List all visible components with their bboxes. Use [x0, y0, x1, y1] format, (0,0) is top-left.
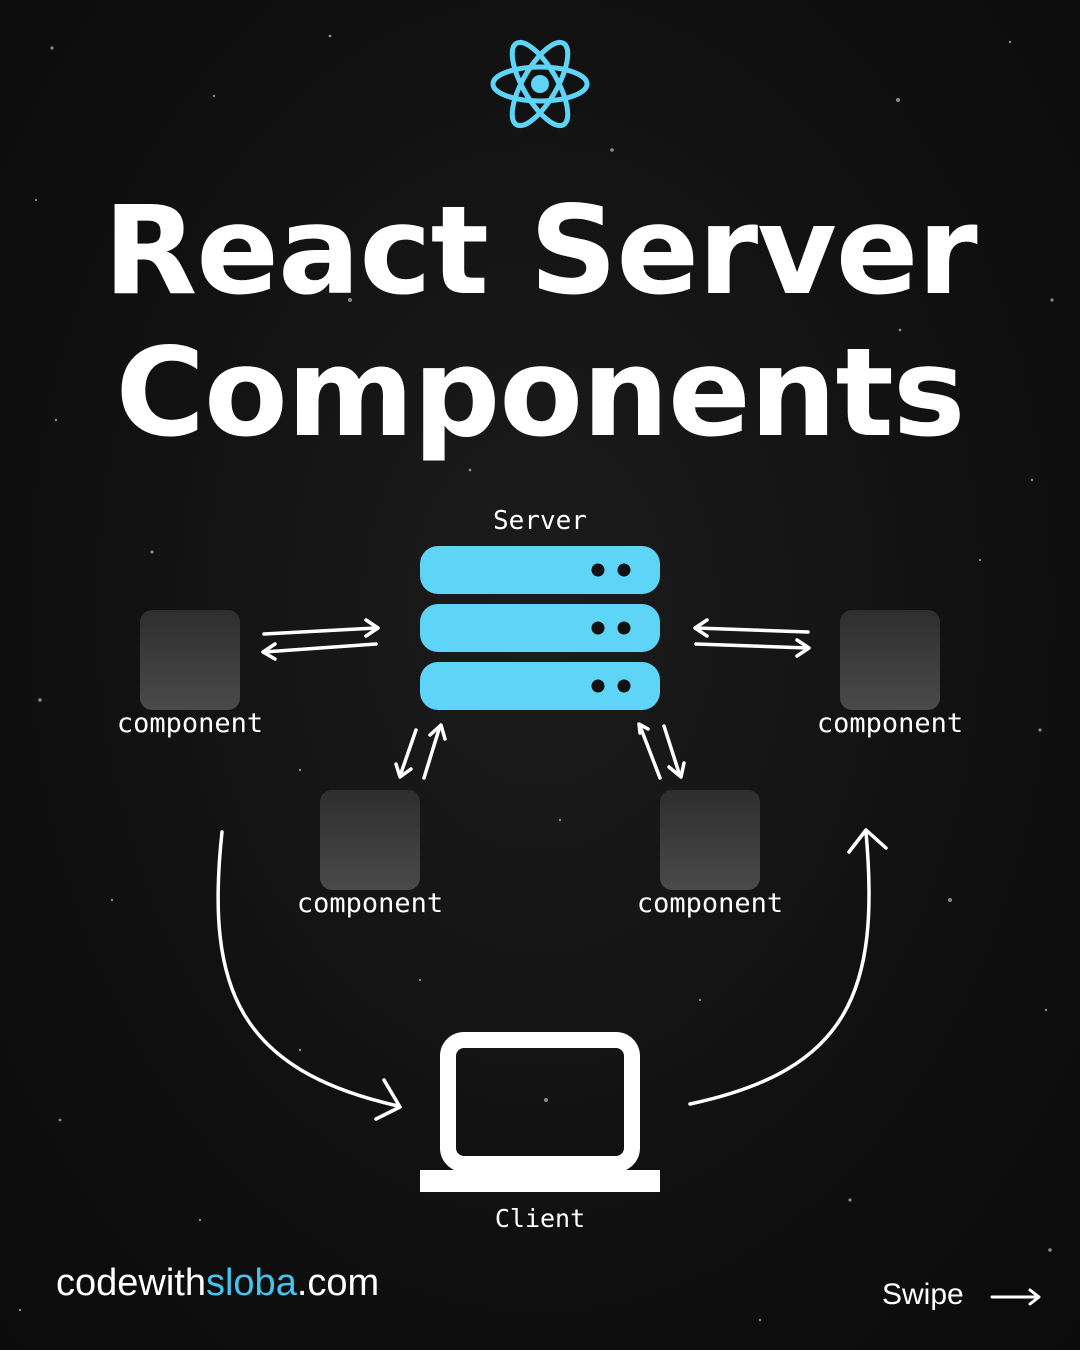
component-label-bottom-left: component: [296, 888, 444, 919]
bidirectional-arrow-bottom-right: [637, 722, 686, 780]
swipe-label[interactable]: Swipe: [882, 1278, 964, 1311]
bidirectional-arrow-right: [693, 618, 811, 658]
brand-prefix: codewith: [56, 1262, 206, 1304]
brand-link[interactable]: codewithsloba.com: [56, 1262, 379, 1305]
page-title: React Server Components: [0, 180, 1080, 464]
curved-arrow-to-client: [216, 830, 402, 1121]
laptop-icon: [420, 1032, 660, 1192]
title-line-1: React Server: [103, 180, 977, 322]
client-label: Client: [494, 1204, 586, 1233]
component-box-bottom-left: [320, 790, 420, 890]
component-box-right: [840, 610, 940, 710]
component-label-right: component: [816, 708, 964, 739]
component-box-left: [140, 610, 240, 710]
bidirectional-arrow-left: [261, 618, 380, 661]
arrow-right-icon[interactable]: [990, 1286, 1042, 1308]
server-label: Server: [493, 506, 587, 536]
component-box-bottom-right: [660, 790, 760, 890]
brand-suffix: .com: [296, 1262, 380, 1304]
brand-accent: sloba: [205, 1262, 297, 1304]
server-rack-icon: [420, 546, 660, 710]
curved-arrow-from-client: [688, 828, 888, 1106]
react-logo-icon: [490, 39, 590, 129]
title-line-2: Components: [115, 322, 965, 464]
component-label-left: component: [116, 708, 264, 739]
bidirectional-arrow-bottom-left: [394, 723, 447, 780]
component-label-bottom-right: component: [636, 888, 784, 919]
